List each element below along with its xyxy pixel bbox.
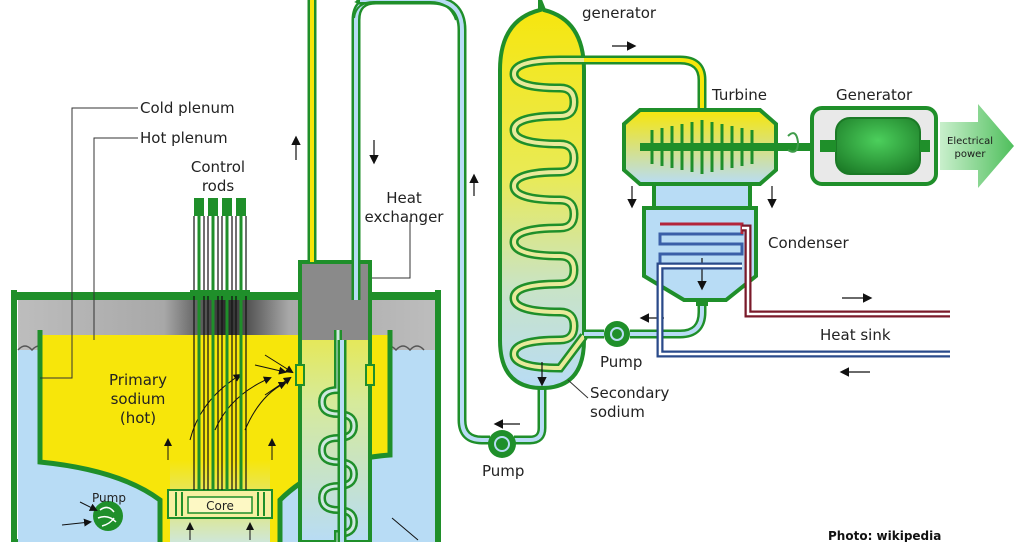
generator bbox=[810, 106, 938, 186]
secondary-sodium-label-line2: sodium bbox=[590, 403, 645, 421]
condenser-label: Condenser bbox=[768, 234, 849, 252]
steam-generator-label: generator bbox=[582, 4, 657, 22]
secondary-sodium-label-line1: Secondary bbox=[590, 384, 670, 402]
steam-line bbox=[584, 41, 707, 347]
feedwater-pump-label: Pump bbox=[600, 353, 642, 371]
leader-lines bbox=[40, 107, 589, 399]
heat-sink-label: Heat sink bbox=[820, 326, 891, 344]
secondary-pump-icon bbox=[488, 430, 516, 458]
control-rods-label-line2: rods bbox=[202, 177, 235, 195]
electrical-power-label-line2: power bbox=[955, 149, 987, 160]
core-label: Core bbox=[206, 499, 234, 513]
condenser bbox=[642, 206, 758, 306]
primary-pump-label: Pump bbox=[92, 491, 126, 505]
control-rods-label-line1: Control bbox=[191, 158, 245, 176]
generator-label: Generator bbox=[836, 86, 913, 104]
feedwater-pump-icon bbox=[604, 321, 630, 347]
control-rods bbox=[190, 198, 250, 490]
electrical-power-label-line1: Electrical bbox=[947, 136, 993, 147]
turbine-label: Turbine bbox=[711, 86, 767, 104]
hot-plenum-label: Hot plenum bbox=[140, 129, 228, 147]
heat-exchanger bbox=[295, 260, 375, 542]
secondary-pump-label: Pump bbox=[482, 462, 524, 480]
primary-sodium-label-line2: sodium bbox=[111, 390, 166, 408]
heat-exchanger-label-line1: Heat bbox=[386, 189, 422, 207]
heat-exchanger-label-line2: exchanger bbox=[365, 208, 445, 226]
photo-credit: Photo: wikipedia bbox=[828, 529, 941, 542]
steam-generator bbox=[498, 0, 588, 391]
secondary-loop bbox=[291, 0, 547, 542]
turbine bbox=[622, 108, 815, 212]
primary-sodium-label-line1: Primary bbox=[109, 371, 167, 389]
primary-pump-icon bbox=[93, 501, 123, 531]
electrical-power-arrow bbox=[940, 104, 1014, 188]
heat-sink-loop bbox=[656, 224, 950, 377]
primary-sodium-label-line3: (hot) bbox=[120, 409, 156, 427]
cold-plenum-label: Cold plenum bbox=[140, 99, 235, 117]
